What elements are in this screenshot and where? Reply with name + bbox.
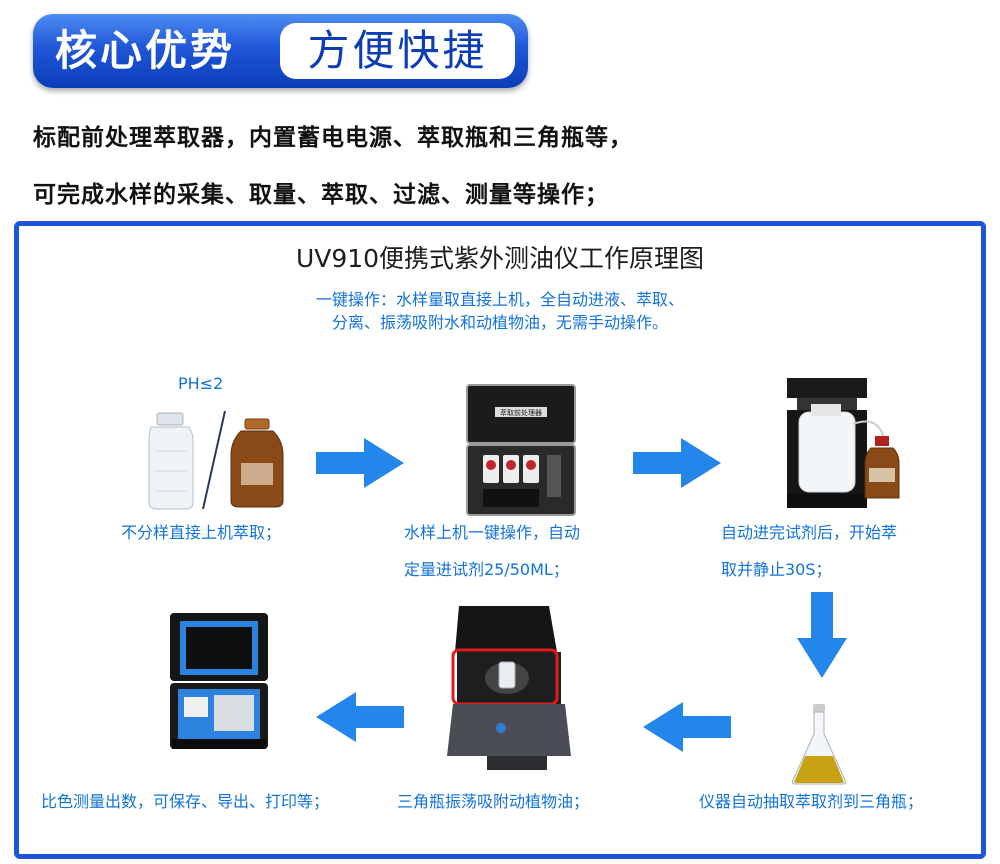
- step-5-caption: 三角瓶振荡吸附动植物油；: [397, 792, 590, 811]
- step-2-caption-line-2: 定量进试剂25/50ML；: [404, 560, 569, 579]
- analyzer-case-image: [170, 613, 268, 749]
- arrow-down-icon: [797, 592, 847, 678]
- arrow-left-icon: [316, 692, 404, 742]
- step-1-caption: 不分样直接上机萃取；: [121, 523, 282, 542]
- header-banner: 核心优势 方便快捷: [33, 14, 528, 88]
- diagram-desc-line-2: 分离、振荡吸附水和动植物油，无需手动操作。: [331, 313, 668, 332]
- diagram-panel: UV910便携式紫外测油仪工作原理图 一键操作：水样量取直接上机，全自动进液、萃…: [14, 221, 986, 859]
- case-label: 萃取前处理器: [500, 408, 542, 417]
- extractor-device-image: [787, 378, 900, 508]
- step-3-caption-line-1: 自动进完试剂后，开始萃: [721, 523, 898, 542]
- diagram-desc-line-1: 一键操作：水样量取直接上机，全自动进液、萃取、: [315, 290, 684, 309]
- intro-line-2: 可完成水样的采集、取量、萃取、过滤、测量等操作；: [33, 182, 609, 208]
- arrow-left-icon: [643, 702, 731, 752]
- step-2-caption-line-1: 水样上机一键操作，自动: [404, 523, 581, 542]
- banner-title-right: 方便快捷: [280, 23, 515, 79]
- diagram-title: UV910便携式紫外测油仪工作原理图: [295, 244, 705, 273]
- arrow-right-icon: [316, 438, 404, 488]
- banner-title-left: 核心优势: [55, 26, 236, 75]
- conical-flask-image: [791, 704, 847, 785]
- arrow-right-icon: [633, 438, 721, 488]
- step-6-caption: 比色测量出数，可保存、导出、打印等；: [41, 792, 330, 811]
- step-3-caption-line-2: 取并静止30S；: [721, 560, 832, 579]
- sample-bottles-image: [148, 411, 284, 510]
- intro-line-1: 标配前处理萃取器，内置蓄电电源、萃取瓶和三角瓶等，: [33, 125, 633, 151]
- step-4-caption: 仪器自动抽取萃取剂到三角瓶；: [699, 792, 924, 811]
- extraction-case-image: 萃取前处理器: [466, 384, 576, 516]
- ph-label: PH≤2: [178, 374, 224, 393]
- shaker-device-image: [447, 606, 571, 770]
